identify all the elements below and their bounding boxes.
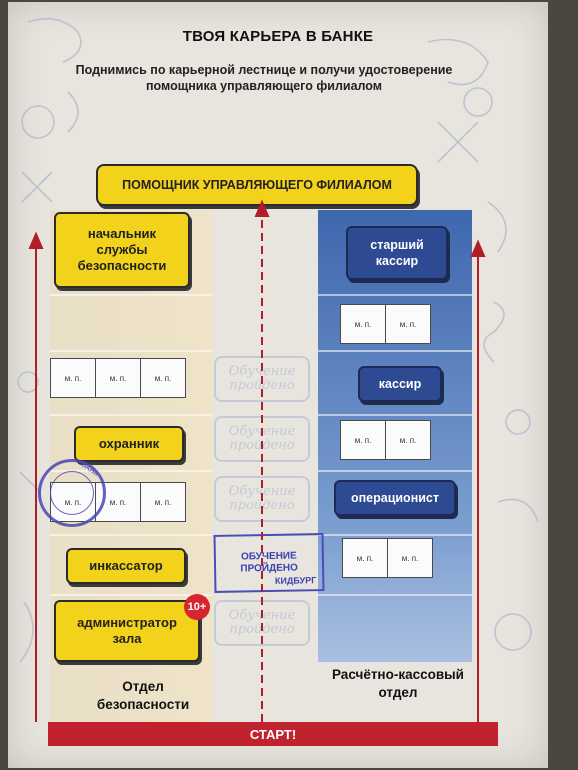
seal-cell[interactable]: м. п. xyxy=(154,373,172,383)
row-divider xyxy=(50,594,212,596)
row-divider xyxy=(318,534,472,536)
stamp-line-2: пройдено xyxy=(229,378,295,393)
position-label-line-1: старший xyxy=(370,238,424,252)
position-label-line-1: администратор xyxy=(77,615,177,630)
seal-row-cashier: м. п. м. п. xyxy=(340,420,431,460)
position-head-of-security: начальник службы безопасности xyxy=(54,212,190,288)
row-divider xyxy=(318,350,472,352)
position-label-line-2: зала xyxy=(112,631,142,646)
goal-position-box: ПОМОЩНИК УПРАВЛЯЮЩЕГО ФИЛИАЛОМ xyxy=(96,164,418,206)
subtitle-line-1: Поднимись по карьерной лестнице и получи… xyxy=(75,63,453,77)
page-subtitle: Поднимись по карьерной лестнице и получи… xyxy=(44,62,484,94)
row-divider xyxy=(50,414,212,416)
cash-department-label: Расчётно-кассовый отдел xyxy=(320,666,476,702)
booklet-page: ТВОЯ КАРЬЕРА В БАНКЕ Поднимись по карьер… xyxy=(8,2,548,768)
seal-cell[interactable]: м. п. xyxy=(401,553,419,563)
stamp-line-1: Обучение xyxy=(228,608,296,623)
department-line-2: отдел xyxy=(378,685,418,700)
stamp-line-2: пройдено xyxy=(229,498,295,513)
seal-row-operator: м. п. м. п. xyxy=(342,538,433,578)
age-badge: 10+ xyxy=(184,594,210,620)
seal-cell[interactable]: м. п. xyxy=(96,359,141,397)
position-label-line-1: начальник xyxy=(87,226,157,241)
seal-cell[interactable]: м. п. xyxy=(399,319,417,329)
seal-row-senior-cashier: м. п. м. п. xyxy=(340,304,431,344)
round-bank-seal: БАНК xyxy=(38,459,106,527)
row-divider xyxy=(318,594,472,596)
stamp-line-2: пройдено xyxy=(229,438,295,453)
position-cashier: кассир xyxy=(358,366,442,402)
page-title: ТВОЯ КАРЬЕРА В БАНКЕ xyxy=(182,28,374,45)
seal-cell[interactable]: м. п. xyxy=(399,435,417,445)
seal-inner-ring xyxy=(50,471,94,515)
seal-cell[interactable]: м. п. xyxy=(96,483,141,521)
row-divider xyxy=(318,294,472,296)
position-label-line-2: службы xyxy=(96,242,148,257)
row-divider xyxy=(50,534,212,536)
row-divider xyxy=(50,470,212,472)
seal-cell[interactable]: м. п. xyxy=(341,421,386,459)
row-divider xyxy=(318,470,472,472)
position-collector: инкассатор xyxy=(66,548,186,584)
stamp-line-1: Обучение xyxy=(228,364,296,379)
training-completed-stamp: ОБУЧЕНИЕ ПРОЙДЕНО КИДБУРГ xyxy=(213,533,325,593)
row-divider xyxy=(318,414,472,416)
seal-cell[interactable]: м. п. xyxy=(154,497,172,507)
background-doodles xyxy=(17,17,539,663)
position-label-line-2: кассир xyxy=(375,254,419,268)
position-hall-administrator: администратор зала xyxy=(54,600,200,662)
stamp-line-1: Обучение xyxy=(228,484,296,499)
start-bar: СТАРТ! xyxy=(48,722,498,746)
seal-row-head-security: м. п. м. п. м. п. xyxy=(50,358,186,398)
stamp-line-2: ПРОЙДЕНО xyxy=(240,562,298,575)
position-operator: операционист xyxy=(334,480,456,516)
stamp-line-2: пройдено xyxy=(229,622,295,637)
seal-cell[interactable]: м. п. xyxy=(51,359,96,397)
subtitle-line-2: помощника управляющего филиалом xyxy=(145,79,383,93)
department-line-1: Расчётно-кассовый xyxy=(331,667,464,682)
row-divider xyxy=(50,350,212,352)
stamp-line-1: Обучение xyxy=(228,424,296,439)
department-line-1: Отдел xyxy=(122,679,164,694)
security-department-label: Отдел безопасности xyxy=(68,678,218,714)
stamp-brand: КИДБУРГ xyxy=(274,575,317,586)
position-guard: охранник xyxy=(74,426,184,462)
position-label-line-3: безопасности xyxy=(77,258,167,273)
seal-cell[interactable]: м. п. xyxy=(341,305,386,343)
department-line-2: безопасности xyxy=(96,697,190,712)
row-divider xyxy=(50,294,212,296)
position-senior-cashier: старший кассир xyxy=(346,226,448,280)
seal-cell[interactable]: м. п. xyxy=(343,539,388,577)
stamp-line-1: ОБУЧЕНИЕ xyxy=(240,550,297,563)
